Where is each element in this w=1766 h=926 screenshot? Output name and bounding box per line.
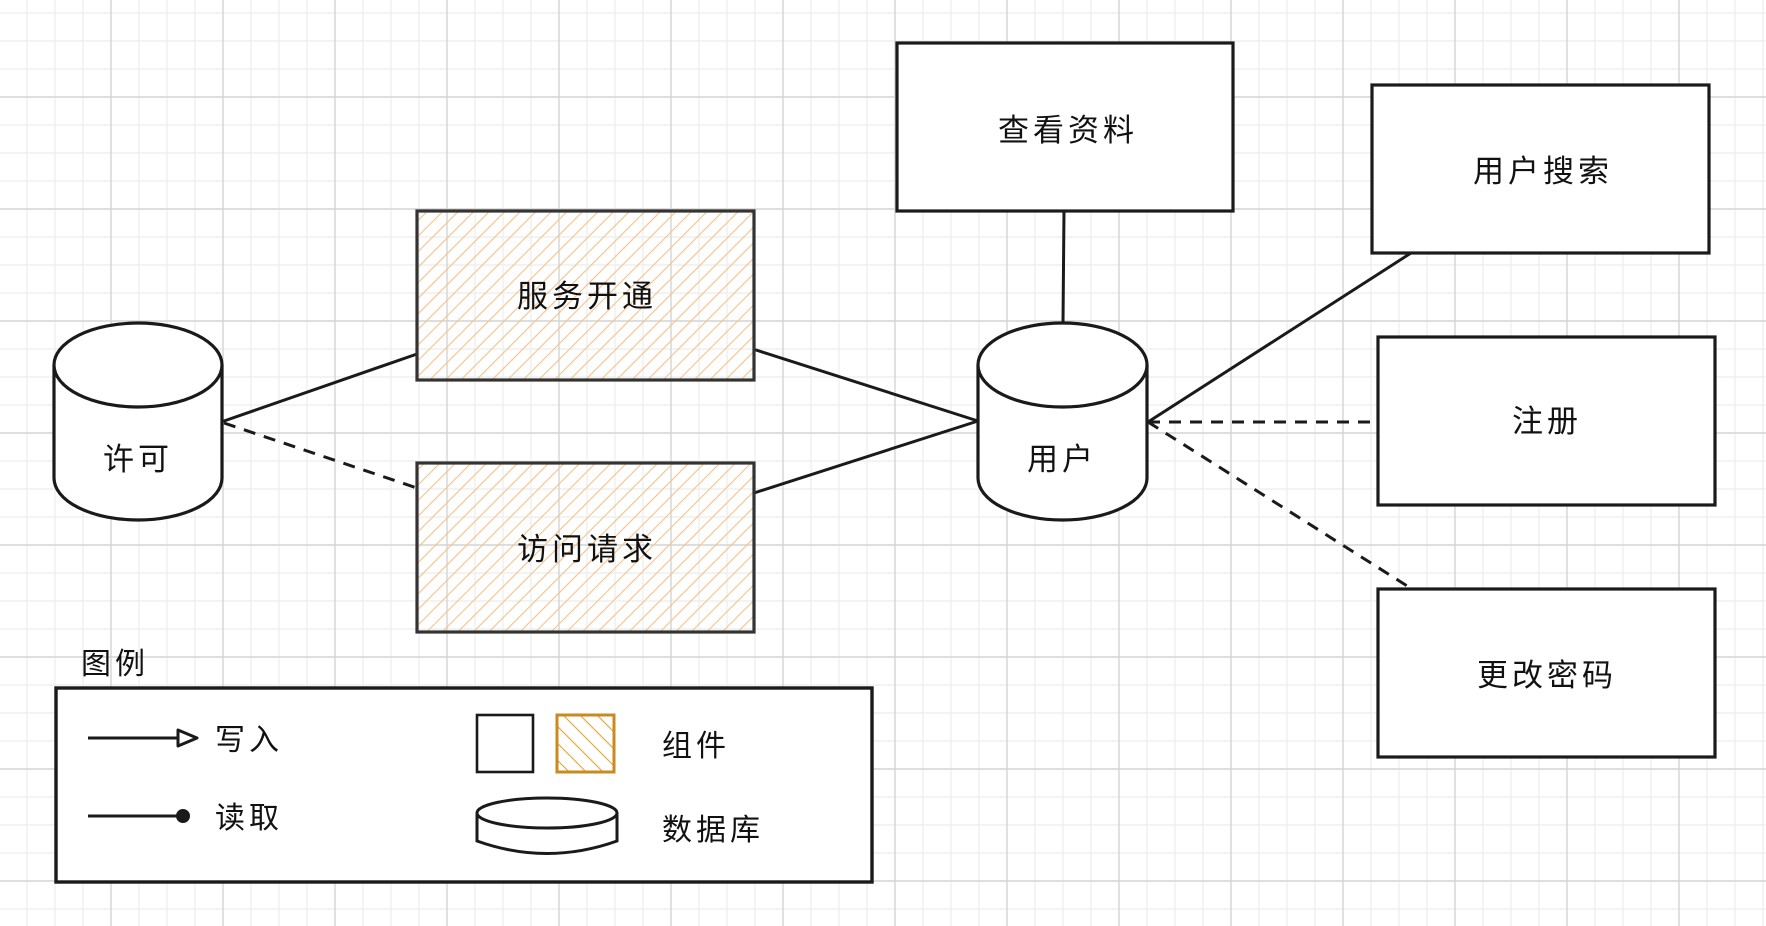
legend: 图例 写入 读取 组件 数据库 [54, 647, 874, 884]
legend-database-label: 数据库 [662, 813, 764, 848]
edge-profile-user[interactable] [1061, 209, 1066, 325]
edges [222, 209, 1413, 591]
legend-component-label: 组件 [662, 729, 730, 764]
database-icon [976, 365, 1149, 522]
legend-component: 组件 [475, 713, 730, 774]
arrow-head-icon [176, 728, 199, 748]
database-top [52, 321, 224, 409]
database-icon [52, 365, 224, 522]
legend-write: 写入 [88, 723, 283, 758]
legend-write-label: 写入 [215, 723, 283, 758]
database-swatch-top [475, 796, 619, 830]
edge-user-change-password[interactable] [1147, 420, 1413, 591]
node-label: 用户搜索 [1473, 154, 1613, 190]
node-label: 更改密码 [1477, 658, 1617, 694]
node-license-db[interactable]: 许可 [52, 321, 224, 522]
node-label: 许可 [103, 442, 173, 478]
node-user-search[interactable]: 用户搜索 [1370, 83, 1711, 255]
node-register[interactable]: 注册 [1376, 335, 1717, 507]
legend-title: 图例 [81, 647, 149, 682]
node-label: 注册 [1512, 404, 1582, 440]
edge-license-access[interactable] [223, 421, 418, 490]
node-change-password[interactable]: 更改密码 [1376, 587, 1717, 759]
node-user-db[interactable]: 用户 [976, 321, 1149, 522]
legend-read-label: 读取 [215, 801, 283, 836]
legend-database: 数据库 [475, 796, 764, 855]
node-label: 访问请求 [517, 532, 657, 568]
node-access-request[interactable]: 访问请求 [415, 461, 756, 634]
edge-service-user[interactable] [754, 348, 980, 423]
dot-head-icon [176, 809, 190, 823]
node-label: 用户 [1027, 442, 1097, 478]
node-label: 服务开通 [517, 279, 657, 315]
component-box-hatched [415, 461, 756, 634]
edge-access-user[interactable] [752, 419, 980, 495]
component-box [1376, 335, 1717, 507]
edge-user-search[interactable] [1146, 251, 1413, 424]
component-box [1376, 587, 1717, 759]
node-service-provisioning[interactable]: 服务开通 [415, 209, 756, 382]
legend-read: 读取 [88, 801, 283, 836]
node-view-profile[interactable]: 查看资料 [895, 41, 1235, 213]
component-swatch-hatched [555, 713, 616, 774]
edge-license-service[interactable] [222, 352, 419, 423]
component-box [895, 41, 1235, 213]
component-swatch-plain [475, 713, 535, 774]
node-label: 查看资料 [998, 113, 1138, 149]
component-box-hatched [415, 209, 756, 382]
database-top [976, 321, 1149, 409]
component-box [1370, 83, 1711, 255]
legend-frame [54, 686, 874, 884]
